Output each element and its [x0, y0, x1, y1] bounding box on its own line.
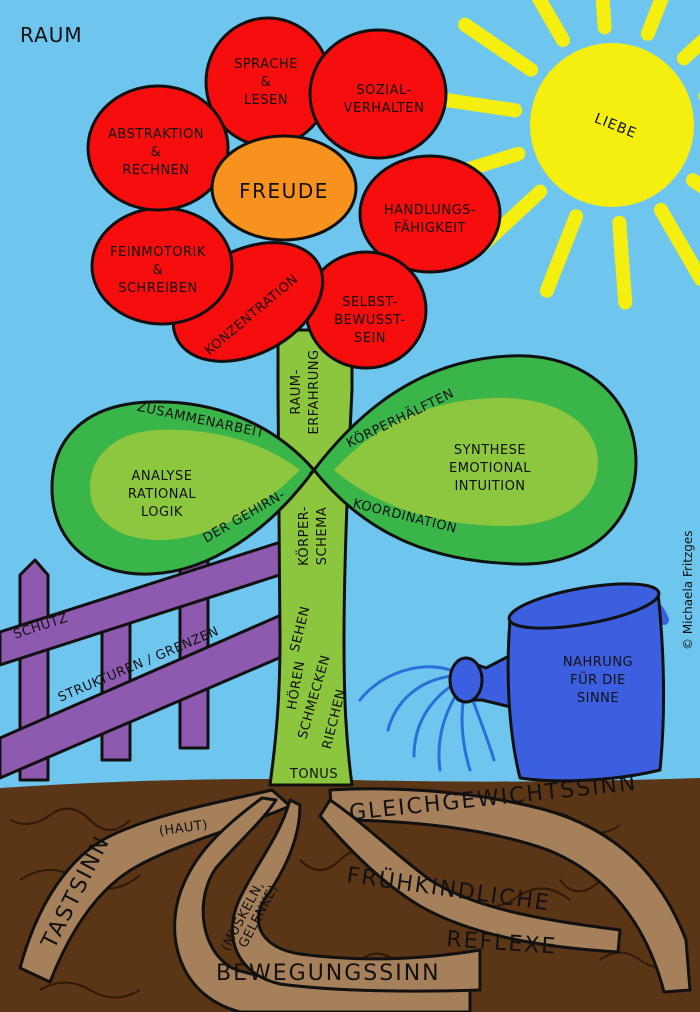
leaf-right-inner	[334, 397, 598, 526]
leaf-right-line2: EMOTIONAL	[449, 461, 531, 476]
sun: LIEBE	[428, 0, 700, 310]
root-bewegung-inner	[230, 798, 482, 993]
root-haut-label: (HAUT)	[158, 818, 209, 840]
petal-sprache-line2: &	[261, 75, 272, 90]
watering-can-line2: FÜR DIE	[570, 671, 626, 688]
stem-tonus-label: TONUS	[289, 767, 338, 782]
sun-disc	[530, 43, 694, 207]
petal-abstraktion-line3: RECHNEN	[122, 163, 189, 178]
sun-ray	[539, 209, 584, 298]
leaf-cross: ×	[307, 463, 318, 478]
leaf-left-line3: LOGIK	[141, 505, 183, 520]
petal-sozial-line2: VERHALTEN	[344, 101, 425, 116]
sun-ray	[676, 33, 700, 66]
petal-abstraktion-line2: &	[151, 145, 162, 160]
stem-koerper-line2: SCHEMA	[315, 507, 330, 565]
petal-selbst-line1: SELBST-	[342, 295, 398, 310]
sun-ray	[653, 202, 700, 287]
petal-feinmotorik-line3: SCHREIBEN	[118, 281, 198, 296]
leaf-left-line2: RATIONAL	[128, 487, 197, 502]
flower-center	[210, 134, 358, 242]
sun-ray	[612, 215, 633, 310]
watering-can-line3: SINNE	[577, 691, 619, 706]
petal-feinmotorik-line2: &	[153, 263, 164, 278]
root-gleichgewicht	[328, 787, 692, 994]
watering-can-body	[506, 590, 666, 783]
sun-rays	[428, 0, 700, 310]
sun-ray	[595, 0, 612, 35]
copyright: © Michaela Fritzges	[681, 531, 695, 651]
petal-sprache-line1: SPRACHE	[234, 57, 298, 72]
watering-can-rose	[448, 656, 484, 704]
watering-can-line1: NAHRUNG	[563, 655, 633, 670]
petal-feinmotorik-line1: FEINMOTORIK	[110, 245, 206, 260]
corner-label: RAUM	[20, 23, 83, 47]
stem-koerper-line1: KÖRPER-	[295, 506, 312, 566]
leaf-right-line1: SYNTHESE	[454, 443, 526, 458]
leaf-right-line3: INTUITION	[454, 479, 525, 494]
sun-ray	[457, 17, 539, 77]
petal-handlung	[358, 154, 502, 274]
leaf-left-line1: ANALYSE	[132, 469, 193, 484]
watering-can: NAHRUNG FÜR DIE SINNE	[448, 582, 669, 783]
petal-sozial-line1: SOZIAL-	[356, 83, 411, 98]
petal-abstraktion-line1: ABSTRAKTION	[108, 127, 204, 142]
petal-selbst	[304, 250, 428, 370]
sun-ray	[428, 91, 523, 118]
sun-ray	[531, 0, 571, 48]
root-bewegung-label: BEWEGUNGSSINN	[216, 961, 441, 986]
petal-abstraktion	[86, 84, 230, 212]
leaf-left-inner	[90, 429, 300, 540]
watering-can-rim	[507, 582, 661, 630]
fence: SCHUTZ STRUKTUREN / GRENZEN	[0, 528, 332, 782]
root-reflexe	[318, 798, 622, 954]
petal-handlung-line2: FÄHIGKEIT	[394, 220, 466, 236]
petal-selbst-line2: BEWUSST-	[334, 313, 405, 328]
leaves: ANALYSE RATIONAL LOGIK SYNTHESE EMOTIONA…	[50, 354, 638, 576]
stem-raum-line2: ERFAHRUNG	[307, 349, 322, 434]
petal-sprache-line3: LESEN	[244, 93, 288, 108]
petal-handlung-line1: HANDLUNGS-	[384, 203, 476, 218]
petal-sozialverhalten	[308, 28, 448, 160]
petal-selbst-line3: SEIN	[354, 331, 386, 346]
stem	[268, 328, 354, 787]
flower: FREUDE SPRACHE & LESEN SOZIAL- VERHALTEN…	[86, 16, 502, 370]
sun-ray	[640, 0, 669, 41]
stem-raum-line1: RAUM-	[289, 369, 304, 414]
flower-center-label: FREUDE	[239, 179, 329, 203]
